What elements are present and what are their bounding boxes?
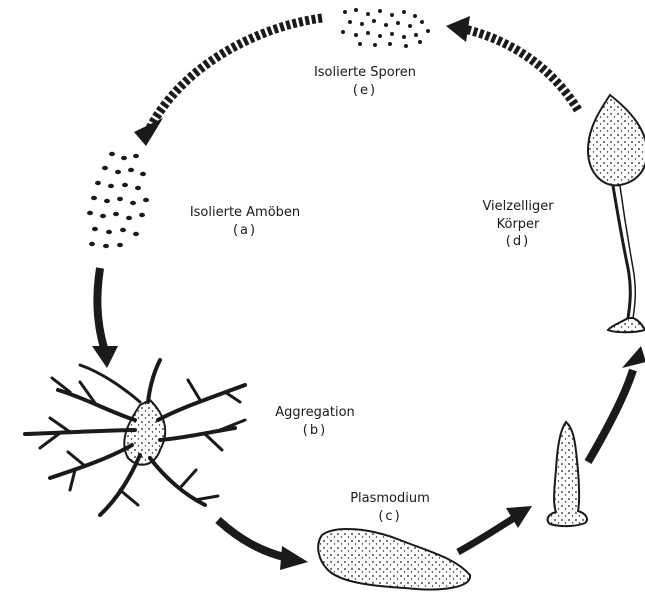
label-koerper-code: (d) bbox=[458, 233, 578, 251]
arrow-amoebae-to-aggregation bbox=[92, 268, 118, 368]
spores-cluster bbox=[341, 8, 430, 48]
label-koerper: Vielzelliger Körper (d) bbox=[458, 198, 578, 251]
label-amoeben-name: Isolierte Amöben bbox=[170, 204, 320, 222]
arrow-body-to-spores bbox=[446, 16, 578, 110]
label-plasmodium: Plasmodium (c) bbox=[335, 490, 445, 525]
label-plasmodium-code: (c) bbox=[335, 508, 445, 526]
label-aggregation-name: Aggregation bbox=[250, 404, 380, 422]
aggregation-star bbox=[25, 360, 245, 515]
label-aggregation-code: (b) bbox=[250, 422, 380, 440]
label-sporen-name: Isolierte Sporen bbox=[290, 64, 440, 82]
fruiting-body bbox=[588, 95, 645, 332]
arrow-plasmodium-to-slug bbox=[458, 506, 532, 552]
arrow-aggregation-to-plasmodium bbox=[218, 520, 308, 570]
label-plasmodium-name: Plasmodium bbox=[335, 490, 445, 508]
label-sporen-code: (e) bbox=[290, 82, 440, 100]
label-amoeben-code: (a) bbox=[170, 222, 320, 240]
label-koerper-line2: Körper bbox=[458, 216, 578, 234]
label-sporen: Isolierte Sporen (e) bbox=[290, 64, 440, 99]
arrow-slug-to-body bbox=[588, 346, 645, 462]
label-koerper-line1: Vielzelliger bbox=[458, 198, 578, 216]
plasmodium-shape bbox=[318, 529, 470, 590]
slug-upright-shape bbox=[548, 422, 587, 526]
label-amoeben: Isolierte Amöben (a) bbox=[170, 204, 320, 239]
label-aggregation: Aggregation (b) bbox=[250, 404, 380, 439]
amoebae-cluster bbox=[87, 152, 149, 248]
